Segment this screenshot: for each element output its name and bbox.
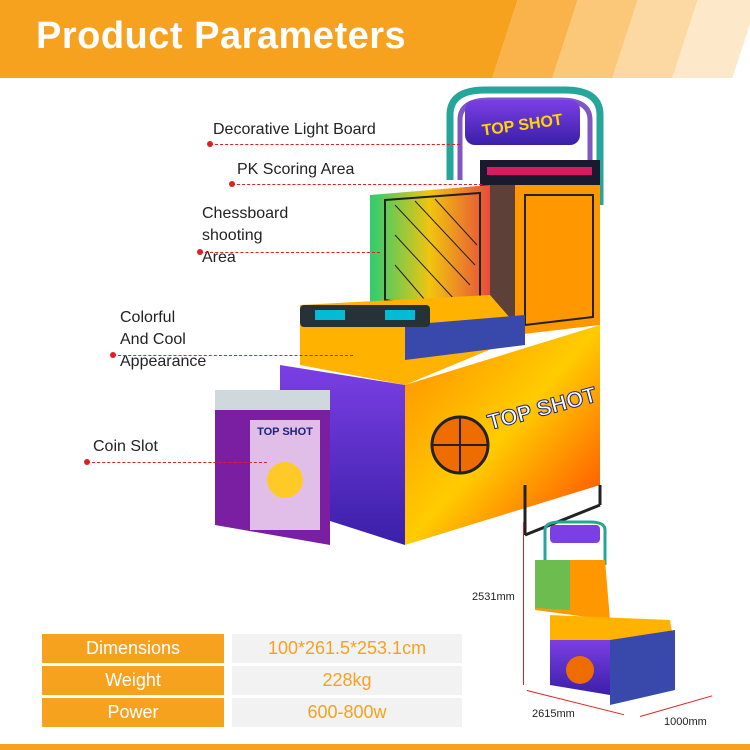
callout-label: Coin Slot xyxy=(93,438,158,455)
page-title: Product Parameters xyxy=(36,15,407,57)
height-dimension-line xyxy=(523,522,524,685)
spec-key: Weight xyxy=(42,666,224,695)
spec-value: 100*261.5*253.1cm xyxy=(232,634,462,663)
spec-row-power: Power 600-800w xyxy=(42,698,462,727)
spec-key: Dimensions xyxy=(42,634,224,663)
spec-row-dimensions: Dimensions 100*261.5*253.1cm xyxy=(42,634,462,663)
spec-value: 228kg xyxy=(232,666,462,695)
spec-value: 600-800w xyxy=(232,698,462,727)
width-dimension-label: 1000mm xyxy=(664,716,707,728)
callout-label: PK Scoring Area xyxy=(237,161,355,178)
callout-label: Colorful And Cool Appearance xyxy=(120,309,207,370)
header-banner: Product Parameters xyxy=(0,0,750,78)
height-dimension-label: 2531mm xyxy=(472,591,515,603)
arcade-machine-image: TOP SHOT TOP SHOT TOP SHOT xyxy=(215,86,604,545)
callout-label: Decorative Light Board xyxy=(213,121,376,138)
arcade-machine-thumbnail xyxy=(535,520,675,705)
callout-label: Chessboard shooting Area xyxy=(202,205,289,266)
length-dimension-label: 2615mm xyxy=(532,708,575,720)
spec-key: Power xyxy=(42,698,224,727)
spec-row-weight: Weight 228kg xyxy=(42,666,462,695)
footer-bar xyxy=(0,744,750,750)
machine-brand-label: TOP SHOT xyxy=(257,426,313,438)
